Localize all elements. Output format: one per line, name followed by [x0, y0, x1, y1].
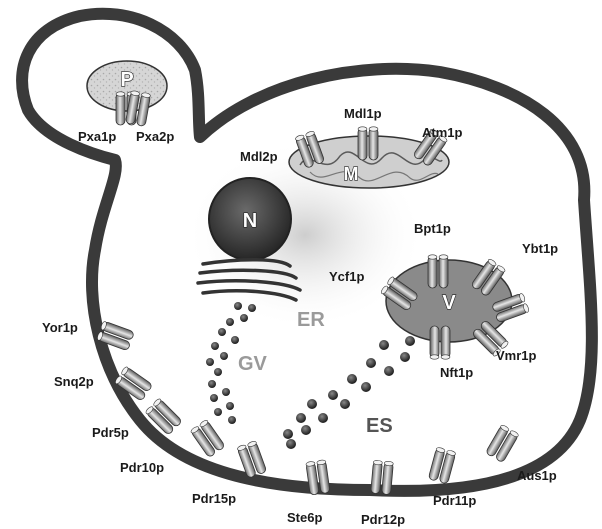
vacuole-label: V: [442, 292, 456, 314]
label-pxa2p: Pxa2p: [136, 129, 174, 144]
nucleus-label: N: [243, 210, 257, 232]
label-ybt1p: Ybt1p: [522, 241, 558, 256]
label-pdr15p: Pdr15p: [192, 491, 236, 506]
label-yor1p: Yor1p: [42, 320, 78, 335]
label-pxa1p: Pxa1p: [78, 129, 116, 144]
label-bpt1p: Bpt1p: [414, 221, 451, 236]
label-pdr10p: Pdr10p: [120, 460, 164, 475]
label-pdr12p: Pdr12p: [361, 512, 405, 527]
er-label: ER: [297, 309, 325, 331]
es-label: ES: [366, 415, 393, 437]
label-pdr5p: Pdr5p: [92, 425, 129, 440]
gv-label: GV: [238, 353, 268, 375]
label-ste6p: Ste6p: [287, 510, 322, 525]
label-nft1p: Nft1p: [440, 365, 473, 380]
label-atm1p: Atm1p: [422, 125, 463, 140]
label-aus1p: Aus1p: [517, 468, 557, 483]
nucleus: N: [209, 178, 291, 260]
label-vmr1p: Vmr1p: [496, 348, 537, 363]
label-snq2p: Snq2p: [54, 374, 94, 389]
label-mdl2p: Mdl2p: [240, 149, 278, 164]
label-ycf1p: Ycf1p: [329, 269, 364, 284]
label-pdr11p: Pdr11p: [433, 493, 476, 508]
mitochondrion-label: M: [344, 164, 359, 184]
label-mdl1p: Mdl1p: [344, 106, 382, 121]
peroxisome-label: P: [120, 69, 133, 91]
